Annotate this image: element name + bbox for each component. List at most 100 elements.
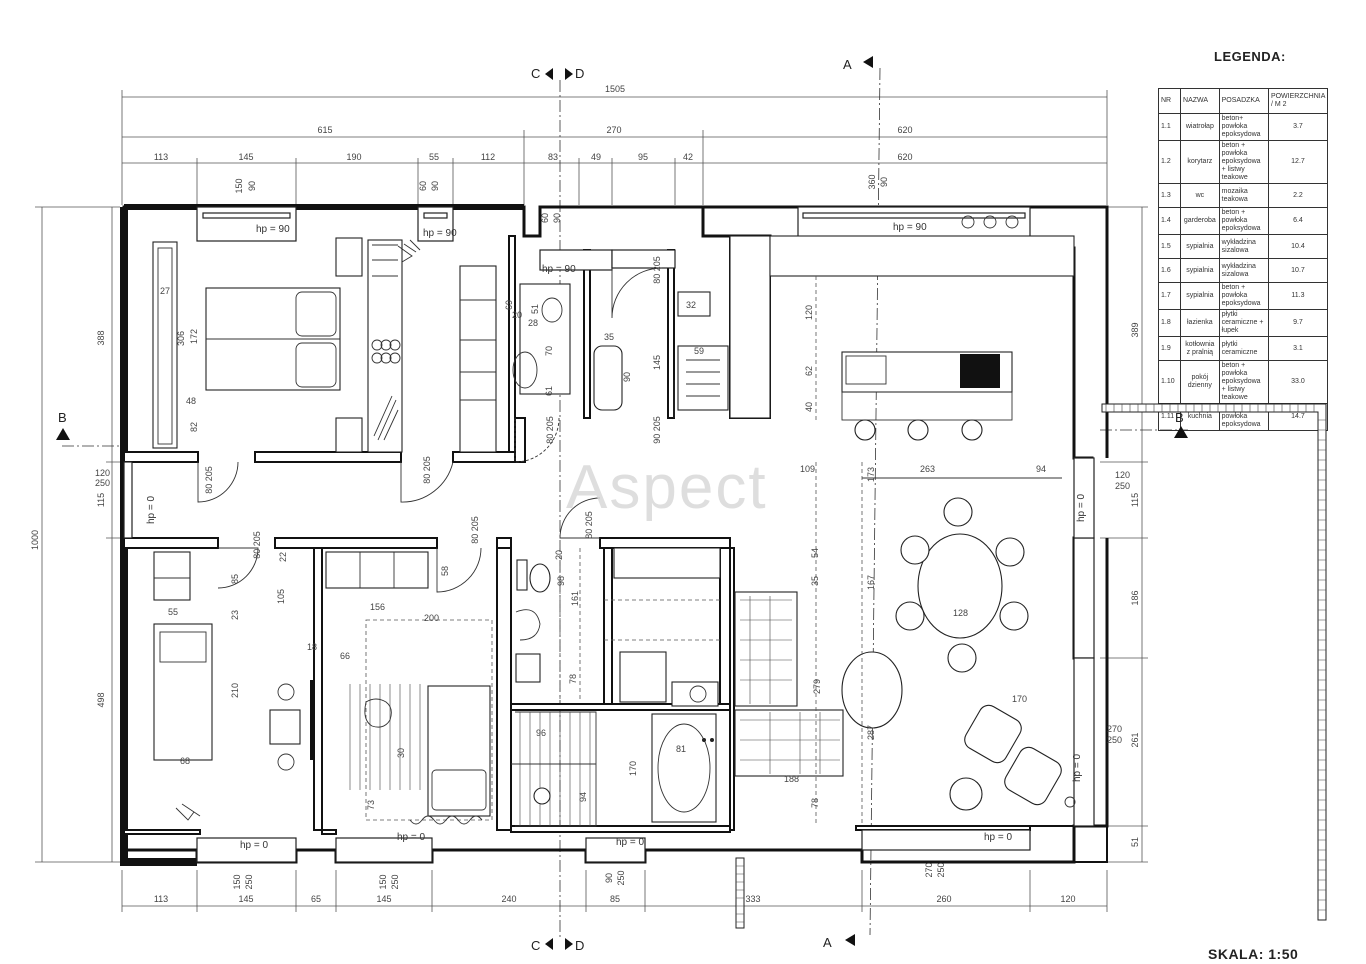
interior-dim: 109 [800, 464, 815, 474]
dim-bottom: 65 [311, 894, 321, 904]
dimension-lines-bottom [121, 870, 1108, 912]
interior-dim: 48 [186, 396, 196, 406]
interior-dim: 306 [176, 331, 186, 346]
interior-dim: 59 [694, 346, 704, 356]
interior-dim: 279 [812, 679, 822, 694]
interior-dim: 54 [810, 548, 820, 558]
dim-right-bottom: 51 [1130, 837, 1140, 847]
section-b-left: B [58, 410, 67, 425]
window-h2: 250 [1115, 481, 1130, 491]
legend-name: korytarz [1180, 140, 1220, 184]
doors [197, 267, 675, 593]
interior-dim: 96 [536, 728, 546, 738]
window-h2: 90 [430, 181, 440, 191]
window-h1: 270 [1107, 724, 1122, 734]
interior-dim: 55 [168, 607, 178, 617]
legend-area: 33.0 [1267, 360, 1329, 404]
dim-top2-b: 270 [606, 125, 621, 135]
interior-dim: 23 [230, 610, 240, 620]
dim-top3: 620 [897, 152, 912, 162]
interior-dim: 58 [440, 566, 450, 576]
window-h2: 250 [936, 862, 946, 877]
interior-dims: 27 306 172 48 82 20 28 51 69 70 61 35 14… [160, 286, 1046, 810]
section-arrow-icon [56, 428, 70, 440]
interior-dim: 120 [804, 305, 814, 320]
interior-dim: 94 [578, 792, 588, 802]
watermark: Aspect [566, 453, 768, 522]
interior-dim: 263 [920, 464, 935, 474]
section-a-top: A [843, 57, 852, 72]
interior-dim: 167 [866, 575, 876, 590]
dim-left-top: 388 [96, 330, 106, 345]
legend-floor: beton+ powłoka epoksydowa [1218, 113, 1269, 141]
door-label: 90 205 [652, 416, 662, 444]
window-h2: 250 [244, 874, 254, 889]
section-c-bottom: C [531, 938, 540, 953]
interior-dim: 40 [804, 402, 814, 412]
dim-top3: 95 [638, 152, 648, 162]
window-hp: hp = 0 [616, 837, 645, 848]
wc-furniture [512, 283, 571, 395]
dim-top3: 190 [346, 152, 361, 162]
interior-dim: 200 [424, 613, 439, 623]
dim-top3: 83 [548, 152, 558, 162]
interior-dim: 145 [652, 355, 662, 370]
section-arrow-icon [1174, 426, 1188, 438]
interior-dim: 98 [556, 576, 566, 586]
window-h1: 270 [924, 862, 934, 877]
window-h1: 120 [1115, 470, 1130, 480]
dim-top3: 55 [429, 152, 439, 162]
interior-dim: 78 [568, 674, 578, 684]
interior-dim: 69 [504, 300, 514, 310]
interior-dim: 156 [370, 602, 385, 612]
legend-header-floor: POSADZKA [1218, 88, 1269, 114]
dim-top2-c: 620 [897, 125, 912, 135]
kitchen-furniture [729, 215, 1075, 441]
dim-bottom: 145 [238, 894, 253, 904]
window-hp: hp = 0 [984, 832, 1013, 843]
section-a-bottom: A [823, 935, 832, 950]
dimension-lines-top [121, 90, 1108, 205]
legend-header-area: POWIERZCHNIA / M 2 [1267, 88, 1329, 114]
legend-area: 9.7 [1267, 309, 1329, 337]
window-hp: hp = 0 [397, 832, 426, 843]
dim-bottom: 85 [610, 894, 620, 904]
legend-area: 2.2 [1267, 183, 1329, 208]
window-h2: 250 [95, 478, 110, 488]
legend-table: NR NAZWA POSADZKA POWIERZCHNIA / M 2 1.1… [1157, 88, 1329, 431]
dim-bottom: 145 [376, 894, 391, 904]
dim-right-mid2: 186 [1130, 590, 1140, 605]
door-label: 80 205 [652, 256, 662, 284]
bedroom-top-furniture [152, 237, 497, 453]
interior-dim: 173 [866, 467, 876, 482]
window-hp: hp = 0 [240, 840, 269, 851]
interior-dim: 51 [530, 304, 540, 314]
dim-top3: 42 [683, 152, 693, 162]
interior-dim: 32 [686, 300, 696, 310]
interior-dim: 78 [810, 798, 820, 808]
legend-area: 10.4 [1267, 234, 1329, 259]
interior-dim: 170 [1012, 694, 1027, 704]
window-h2: 90 [879, 177, 889, 187]
interior-dim: 35 [604, 332, 614, 342]
dim-top2-a: 615 [317, 125, 332, 135]
interior-dim: 68 [180, 756, 190, 766]
dim-top3: 112 [481, 152, 495, 162]
dim-bottom: 113 [154, 894, 168, 904]
interior-dim: 170 [628, 761, 638, 776]
bedroom-bottom-mid-furniture [325, 551, 493, 825]
interior-dim: 27 [160, 286, 170, 296]
legend-name: pokój dzienny [1180, 360, 1220, 404]
window-h2: 250 [616, 870, 626, 885]
legend-header-row: NR NAZWA POSADZKA POWIERZCHNIA / M 2 [1157, 88, 1329, 114]
window-hp: hp = 90 [542, 264, 576, 275]
interior-dim: 81 [676, 744, 686, 754]
legend-name: wiatrołap [1180, 113, 1220, 141]
window-h1: 60 [540, 213, 550, 223]
section-arrow-icon [545, 68, 553, 80]
